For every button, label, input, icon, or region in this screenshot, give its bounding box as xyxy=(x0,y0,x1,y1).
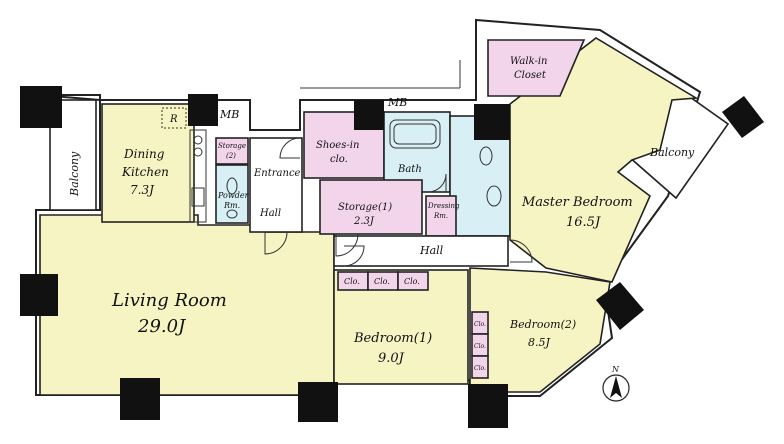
powder-label-2: Rm. xyxy=(223,201,240,210)
column-bath xyxy=(474,104,510,140)
stove-burner-2 xyxy=(193,147,203,157)
storage2-label-2: (2) xyxy=(226,152,236,160)
master-label-2: 16.5J xyxy=(566,215,601,230)
closet-bedroom2-c xyxy=(471,355,489,379)
toilet-powder xyxy=(226,177,238,195)
clo-label-b2c: Clo. xyxy=(474,365,486,372)
clo-label-b1b: Clo. xyxy=(374,277,390,286)
column-bottom-left xyxy=(120,378,160,420)
bed1-label-1: Bedroom(1) xyxy=(353,331,432,346)
clo-label-b1a: Clo. xyxy=(344,277,360,286)
kitchen-counter xyxy=(189,129,207,223)
column-top-left xyxy=(20,86,62,128)
storage-1-room xyxy=(319,179,423,235)
column-bedroom2 xyxy=(596,282,644,330)
bed1-label-2: 9.0J xyxy=(378,351,405,366)
kitchen-sink xyxy=(191,187,205,207)
storage1-label-2: 2.3J xyxy=(353,216,375,227)
storage1-label-1: Storage(1) xyxy=(338,202,392,213)
bathtub-inner xyxy=(393,123,437,145)
shoes-label-2: clo. xyxy=(330,154,348,165)
column-shoes xyxy=(354,100,384,130)
storage2-label-1: Storage xyxy=(218,142,246,150)
walkin-label-2: Closet xyxy=(514,70,547,81)
mb-label-center: MB xyxy=(387,96,407,109)
balcony-right-label: Balcony xyxy=(649,146,695,159)
door-bedroom1 xyxy=(343,245,365,267)
walkin-label-1: Walk-in xyxy=(510,56,547,67)
living-label-2: 29.0J xyxy=(137,316,187,337)
north-compass: N xyxy=(602,365,630,402)
master-bedroom xyxy=(509,37,699,283)
door-bath xyxy=(427,173,447,193)
living-label-1: Living Room xyxy=(111,290,227,311)
bed2-label-2: 8.5J xyxy=(528,336,550,349)
clo-label-b1c: Clo. xyxy=(404,277,420,286)
hall-center-label: Hall xyxy=(419,244,444,257)
stove-burner-1 xyxy=(193,135,203,145)
column-balcony-right xyxy=(722,96,764,138)
column-bottom-mid xyxy=(298,382,338,422)
powder-label-1: Powder xyxy=(217,191,250,200)
north-arrow-icon xyxy=(610,376,622,398)
column-kitchen xyxy=(188,94,218,126)
door-storage1 xyxy=(335,233,359,257)
fridge-label: R xyxy=(169,114,178,125)
balcony-left xyxy=(49,99,97,211)
powder-basin xyxy=(226,209,238,219)
hall-left-label: Hall xyxy=(259,208,281,219)
north-label: N xyxy=(611,365,620,374)
closet-bedroom1-c xyxy=(397,271,429,291)
shoes-label-1: Shoes-in xyxy=(316,140,359,151)
clo-label-b2b: Clo. xyxy=(474,343,486,350)
entrance-area xyxy=(249,137,303,233)
dining-area: 7.3J xyxy=(130,183,155,197)
dressing-label-2: Rm. xyxy=(433,212,448,220)
dining-label-2: Kitchen xyxy=(121,165,169,179)
bed2-label-1: Bedroom(2) xyxy=(509,318,576,331)
dressing-label-1: Dressing xyxy=(427,202,460,210)
dining-label-1: Dining xyxy=(123,147,165,161)
master-label-1: Master Bedroom xyxy=(521,195,633,210)
clo-label-b2a: Clo. xyxy=(474,321,486,328)
walk-in-closet xyxy=(487,39,586,97)
door-living xyxy=(264,231,288,255)
bath-label: Bath xyxy=(397,164,422,175)
column-bottom-right xyxy=(468,384,508,428)
bathtub xyxy=(389,119,441,149)
wash-basin xyxy=(486,185,502,207)
column-left-mid xyxy=(20,274,58,316)
door-master xyxy=(509,239,533,263)
entrance-label: Entrance xyxy=(253,168,301,179)
balcony-left-label: Balcony xyxy=(68,151,81,197)
mb-label-left: MB xyxy=(219,108,239,121)
fridge-space xyxy=(161,107,187,129)
door-entrance xyxy=(279,137,301,159)
storage-2-room xyxy=(215,137,249,165)
dining-kitchen xyxy=(101,103,195,223)
toilet-washroom xyxy=(479,146,493,166)
dressing-room xyxy=(425,195,457,237)
